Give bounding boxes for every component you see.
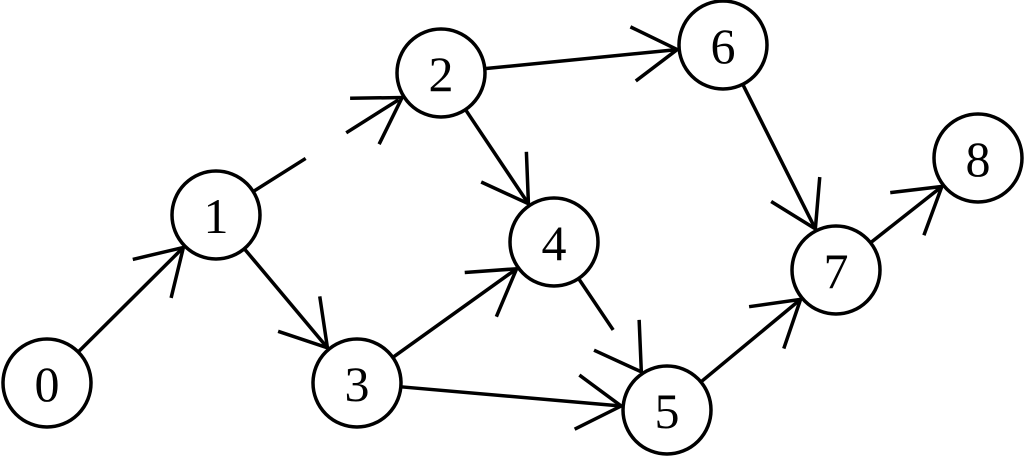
edges-layer [76,25,945,431]
edge-line [391,269,516,359]
node-7: 7 [790,224,882,316]
edge-n3-n4 [391,266,520,359]
node-label: 2 [429,46,454,102]
edge-line [242,247,327,347]
arrowhead [890,184,945,236]
edge-n7-n8 [869,184,945,245]
node-circle [932,112,1024,204]
edge-line [741,83,816,227]
node-label: 3 [345,356,370,412]
node-label: 1 [204,188,229,244]
edge-n6-n7 [741,83,822,232]
arrowhead [748,297,804,350]
node-label: 8 [966,131,991,187]
arrowhead [770,176,822,232]
node-8: 8 [932,112,1024,204]
node-label: 4 [542,215,567,271]
edge-line [869,186,941,245]
edge-n3-n5 [400,373,625,431]
node-3: 3 [311,337,403,429]
node-1: 1 [170,169,262,261]
edge-line [400,385,619,408]
edge-line [76,248,183,354]
node-label: 5 [655,383,680,439]
node-label: 7 [824,243,849,299]
node-6: 6 [677,0,769,91]
node-circle [1,337,93,429]
node-circle [790,224,882,316]
edge-n1-n2 [252,95,405,193]
node-circle [621,364,713,456]
node-label: 0 [35,356,60,412]
edge-line [577,277,642,371]
node-label: 6 [711,18,736,74]
arrowhead [629,25,681,83]
arrowhead [277,296,330,351]
arrowhead [464,266,520,318]
arrowhead [132,245,186,299]
edge-n2-n6 [484,25,681,83]
node-2: 2 [395,27,487,119]
edge-n5-n7 [699,297,804,384]
edge-n1-n3 [242,247,330,351]
arrowhead [573,373,625,431]
node-0: 0 [1,337,93,429]
arrowhead [593,319,644,375]
edge-line [252,97,401,193]
node-circle [311,337,403,429]
edge-line [484,48,675,71]
edge-line [699,299,800,384]
edge-n2-n4 [464,108,531,207]
node-circle [170,169,262,261]
edge-line [464,108,529,203]
node-5: 5 [621,364,713,456]
edge-n4-n5 [577,277,644,375]
node-circle [677,0,769,91]
node-4: 4 [508,196,600,288]
edge-n0-n1 [76,245,186,354]
node-circle [508,196,600,288]
arrowhead [350,95,405,145]
node-circle [395,27,487,119]
arrowhead [480,151,531,207]
